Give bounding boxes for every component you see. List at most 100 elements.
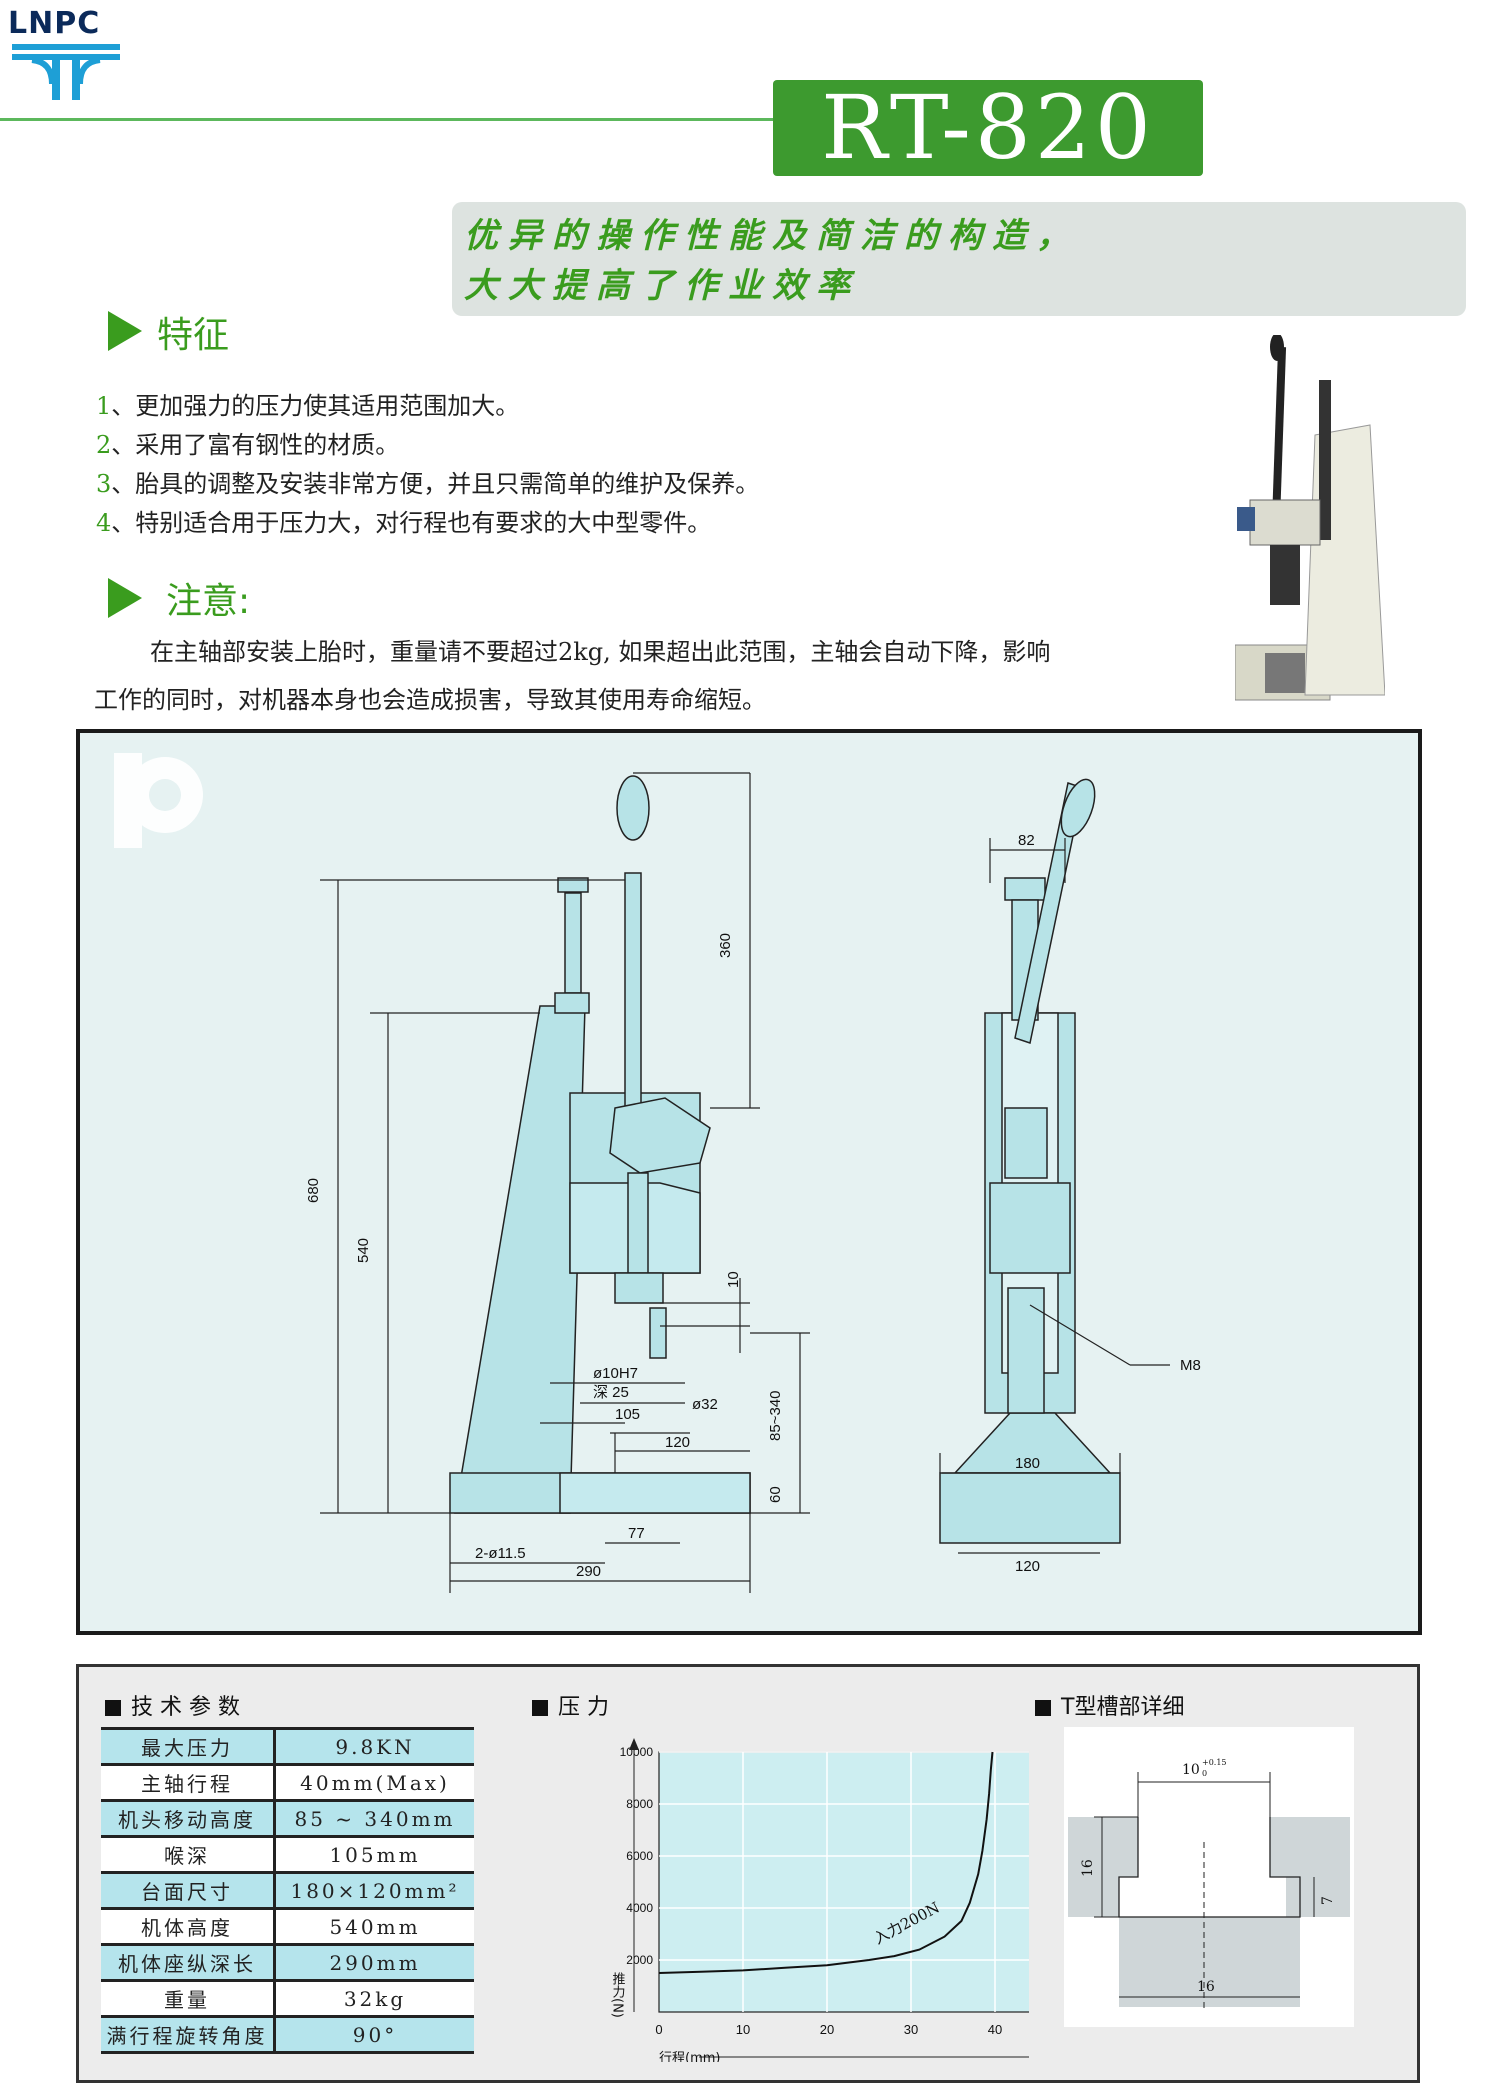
tslot-width: 16	[1197, 1979, 1215, 1995]
x-tick-label: 10	[736, 2022, 750, 2037]
features-arrow-icon	[108, 311, 142, 351]
dim-290: 290	[576, 1563, 601, 1580]
y-tick-label: 2000	[626, 1953, 653, 1967]
notice-arrow-icon	[108, 578, 142, 618]
slogan-line-2: 大大提高了作业效率	[464, 266, 860, 306]
dim-77: 77	[628, 1525, 645, 1542]
dim-phi32: ø32	[692, 1396, 718, 1413]
slogan-line-1: 优异的操作性能及简洁的构造，	[464, 216, 1080, 256]
spec-value: 540mm	[274, 1908, 474, 1946]
spec-title: 技 术 参 数	[131, 1695, 240, 1720]
spec-value: 105mm	[274, 1836, 474, 1874]
x-tick-label: 40	[988, 2022, 1002, 2037]
notice-line-1: 在主轴部安装上胎时，重量请不要超过2kg, 如果超出此范围，主轴会自动下降，影响	[150, 638, 1051, 666]
chart-title: 压 力	[558, 1695, 609, 1720]
feature-item: 1、更加强力的压力使其适用范围加大。	[96, 386, 519, 421]
dim-120-front: 120	[1015, 1558, 1040, 1575]
dim-82: 82	[1018, 832, 1035, 849]
series-line	[658, 1751, 994, 1974]
tslot-tol-lower: 0	[1202, 1769, 1207, 1778]
watermark-icon	[114, 753, 203, 848]
spec-key: 机体座纵深长	[101, 1944, 276, 1982]
dim-680: 680	[305, 1178, 322, 1203]
dim-105: 105	[615, 1406, 640, 1423]
spec-value: 290mm	[274, 1944, 474, 1982]
spec-key: 台面尺寸	[101, 1872, 276, 1910]
spec-value: 32kg	[274, 1980, 474, 2018]
dim-360: 360	[717, 933, 734, 958]
notice-title: 注意:	[166, 581, 251, 622]
tslot-inner: 7	[1320, 1896, 1336, 1905]
x-tick-label: 30	[904, 2022, 918, 2037]
technical-drawing: 680 540 360 10 ø10H7 深 25 ø32 105 120 85…	[76, 729, 1422, 1635]
feature-num: 3	[96, 470, 112, 498]
brand-name: LNPC	[8, 6, 101, 41]
spec-value: 180×120mm²	[274, 1872, 474, 1910]
brand-logo: LNPC	[8, 6, 120, 100]
square-bullet-icon	[105, 1700, 121, 1716]
tslot-title: T型槽部详细	[1061, 1695, 1185, 1720]
dim-bore: ø10H7	[593, 1365, 638, 1382]
feature-num: 1	[96, 392, 112, 420]
dim-540: 540	[355, 1238, 372, 1263]
y-tick-label: 4000	[626, 1901, 653, 1915]
y-tick-label: 10000	[620, 1745, 654, 1759]
spec-key: 机头移动高度	[101, 1800, 276, 1838]
chart-header: 压 力	[532, 1689, 609, 1721]
spec-key: 主轴行程	[101, 1764, 276, 1802]
feature-item: 3、胎具的调整及安装非常方便，并且只需简单的维护及保养。	[96, 464, 759, 499]
y-tick-label: 8000	[626, 1797, 653, 1811]
spec-value: 9.8KN	[274, 1728, 474, 1766]
header-rule	[0, 118, 780, 121]
dim-depth: 深 25	[593, 1384, 629, 1401]
feature-num: 4	[96, 509, 112, 537]
spec-key: 最大压力	[101, 1728, 276, 1766]
notice-line-2: 工作的同时，对机器本身也会造成损害，导致其使用寿命缩短。	[94, 686, 766, 714]
logo-mark-icon	[12, 44, 120, 100]
feature-text: 、胎具的调整及安装非常方便，并且只需简单的维护及保养。	[111, 470, 760, 498]
y-tick-label: 6000	[626, 1849, 653, 1863]
dim-120: 120	[665, 1434, 690, 1451]
dim-85-340: 85~340	[767, 1391, 784, 1441]
spec-header: 技 术 参 数	[105, 1689, 240, 1721]
feature-text: 、更加强力的压力使其适用范围加大。	[111, 392, 520, 420]
tslot-diagram: 10 +0.15 0 16 7 16	[1064, 1727, 1354, 2027]
square-bullet-icon	[532, 1700, 548, 1716]
spec-key: 重量	[101, 1980, 276, 2018]
spec-key: 机体高度	[101, 1908, 276, 1946]
y-axis-label: 推力(N)	[610, 1972, 626, 2018]
feature-num: 2	[96, 431, 112, 459]
y-axis-arrowhead	[629, 1738, 639, 1750]
slogan-box: 优异的操作性能及简洁的构造， 大大提高了作业效率	[452, 202, 1466, 316]
dim-m8: M8	[1180, 1357, 1201, 1374]
dim-180: 180	[1015, 1455, 1040, 1472]
spec-value: 40mm(Max)	[274, 1764, 474, 1802]
dim-10: 10	[725, 1271, 742, 1288]
model-title: RT-820	[773, 80, 1203, 176]
spec-key: 喉深	[101, 1836, 276, 1874]
spec-key: 满行程旋转角度	[101, 2016, 276, 2054]
feature-text: 、特别适合用于压力大，对行程也有要求的大中型零件。	[111, 509, 712, 537]
tslot-header: T型槽部详细	[1035, 1689, 1184, 1721]
square-bullet-icon	[1035, 1700, 1051, 1716]
x-tick-label: 20	[820, 2022, 834, 2037]
tslot-tol-upper: +0.15	[1202, 1758, 1227, 1767]
x-axis-label: 行程(mm)	[659, 2051, 720, 2062]
tslot-top: 10	[1182, 1762, 1200, 1778]
dim-60: 60	[767, 1486, 784, 1503]
features-title: 特征	[157, 315, 230, 356]
product-photo	[1235, 335, 1385, 701]
feature-item: 2、采用了富有钢性的材质。	[96, 425, 399, 460]
